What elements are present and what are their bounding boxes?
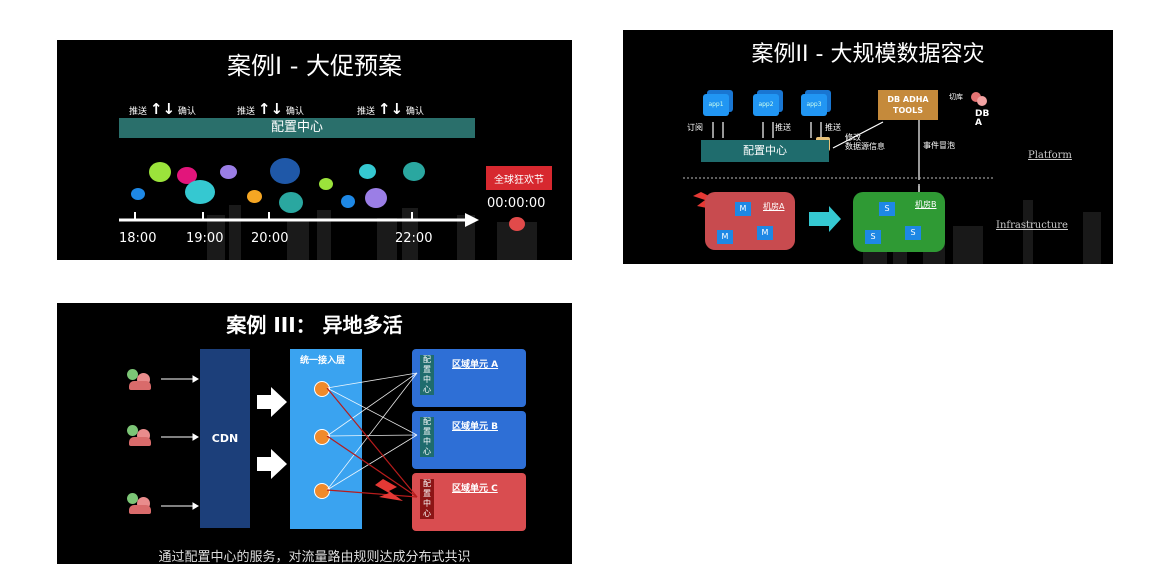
- push-label: 推送: [357, 107, 376, 117]
- time-label-1: 18:00: [119, 231, 157, 246]
- bubble-navy: [270, 158, 300, 184]
- master-node: M: [757, 226, 773, 240]
- countdown-timer: 00:00:00: [487, 196, 546, 211]
- slide-promotion-plan: 案例I - 大促预案 推送 ↑↓ 确认 推送 ↑↓ 确认 推送 ↑↓ 确认 配置…: [57, 40, 572, 260]
- bubble-pink: [177, 167, 197, 184]
- region-c-label: 区域单元 C: [452, 484, 498, 494]
- slide1-title: 案例I - 大促预案: [227, 52, 402, 80]
- app-label: app1: [703, 94, 729, 116]
- push-confirm-group-2: 推送 ↑↓ 确认: [237, 100, 304, 118]
- bubble-red: [509, 217, 525, 231]
- platform-label: Platform: [1028, 150, 1072, 161]
- bubble-teal-right: [403, 162, 425, 181]
- config-center-bar: 配置中心: [701, 140, 829, 162]
- db-adha-tools-box: DB ADHA TOOLS: [878, 90, 938, 120]
- datacenter-b: 机房B S S S: [853, 192, 945, 252]
- event-bubble-label: 事件冒泡: [923, 141, 955, 150]
- push-confirm-group-1: 推送 ↑↓ 确认: [129, 100, 196, 118]
- infrastructure-label: Infrastructure: [996, 220, 1068, 231]
- festival-banner: 全球狂欢节: [486, 166, 552, 190]
- time-label-4: 22:00: [395, 231, 433, 246]
- region-b-label: 区域单元 B: [452, 422, 498, 432]
- bubble-teal: [279, 192, 303, 213]
- confirm-label: 确认: [405, 107, 424, 117]
- region-unit-c: 配 置 中 心 区域单元 C: [412, 473, 526, 531]
- config-center-bar: 配置中心: [119, 118, 475, 138]
- config-center-vertical: 配 置 中 心: [420, 355, 434, 395]
- time-label-2: 19:00: [186, 231, 224, 246]
- push-confirm-group-3: 推送 ↑↓ 确认: [357, 100, 424, 118]
- access-layer-box: 统一接入层: [290, 349, 362, 529]
- slide-multi-region-active: 案例 III： 异地多活 CDN 统一接入层 配 置 中 心 区域单元 A 配 …: [57, 303, 572, 564]
- config-center-vertical: 配 置 中 心: [420, 417, 434, 457]
- bubble-lavender: [365, 188, 387, 208]
- config-center-vertical: 配 置 中 心: [420, 479, 434, 519]
- app-stack-3: app3: [801, 90, 831, 116]
- slide-disaster-recovery: 案例II - 大规模数据容灾 app1 app2 app3 订阅 推送 推送 修…: [623, 30, 1113, 264]
- cdn-box: CDN: [200, 349, 250, 528]
- timeline-axis: [119, 212, 479, 227]
- region-a-label: 区域单元 A: [452, 360, 499, 370]
- slide3-caption: 通过配置中心的服务，对流量路由规则达成分布式共识: [158, 550, 471, 564]
- user-group-icon: [127, 493, 153, 515]
- bubble-orange: [247, 190, 262, 203]
- bubble-lime: [319, 178, 333, 190]
- dba-label: DB A: [975, 109, 990, 128]
- modify-datasource-label: 修改 数据源信息: [845, 133, 885, 151]
- master-node: M: [717, 230, 733, 244]
- switch-db-label: 切库: [949, 93, 963, 101]
- bubble-cyan-large: [185, 180, 215, 204]
- bubble-cyan-mid: [359, 164, 376, 179]
- region-unit-b: 配 置 中 心 区域单元 B: [412, 411, 526, 469]
- bubble-blue-small: [131, 188, 145, 200]
- push-label-a: 推送: [775, 123, 791, 132]
- bubble-purple: [220, 165, 237, 179]
- slide3-title: 案例 III： 异地多活: [226, 313, 403, 337]
- access-layer-label: 统一接入层: [300, 356, 346, 366]
- user-group-icon: [127, 369, 153, 391]
- region-unit-a: 配 置 中 心 区域单元 A: [412, 349, 526, 407]
- dba-person-icon: [969, 92, 989, 110]
- master-node: M: [735, 202, 751, 216]
- gateway-node-icon: [314, 483, 330, 499]
- datacenter-a: 机房A M M M: [705, 192, 795, 250]
- slide2-title: 案例II - 大规模数据容灾: [751, 42, 985, 67]
- app-label: app2: [753, 94, 779, 116]
- slave-node: S: [879, 202, 895, 216]
- slave-node: S: [905, 226, 921, 240]
- app-label: app3: [801, 94, 827, 116]
- confirm-label: 确认: [285, 107, 304, 117]
- datacenter-a-label: 机房A: [763, 202, 785, 211]
- bubble-blue-mid: [341, 195, 355, 208]
- push-label: 推送: [237, 107, 256, 117]
- bubble-green: [149, 162, 171, 182]
- datacenter-b-label: 机房B: [915, 200, 937, 209]
- user-group-icon: [127, 425, 153, 447]
- app-stack-1: app1: [703, 90, 733, 116]
- time-label-3: 20:00: [251, 231, 289, 246]
- slide3-connectors: [161, 372, 418, 510]
- app-stack-2: app2: [753, 90, 783, 116]
- push-label-b: 推送: [825, 123, 841, 132]
- push-label: 推送: [129, 107, 148, 117]
- slave-node: S: [865, 230, 881, 244]
- subscribe-label: 订阅: [687, 123, 703, 132]
- confirm-label: 确认: [177, 107, 196, 117]
